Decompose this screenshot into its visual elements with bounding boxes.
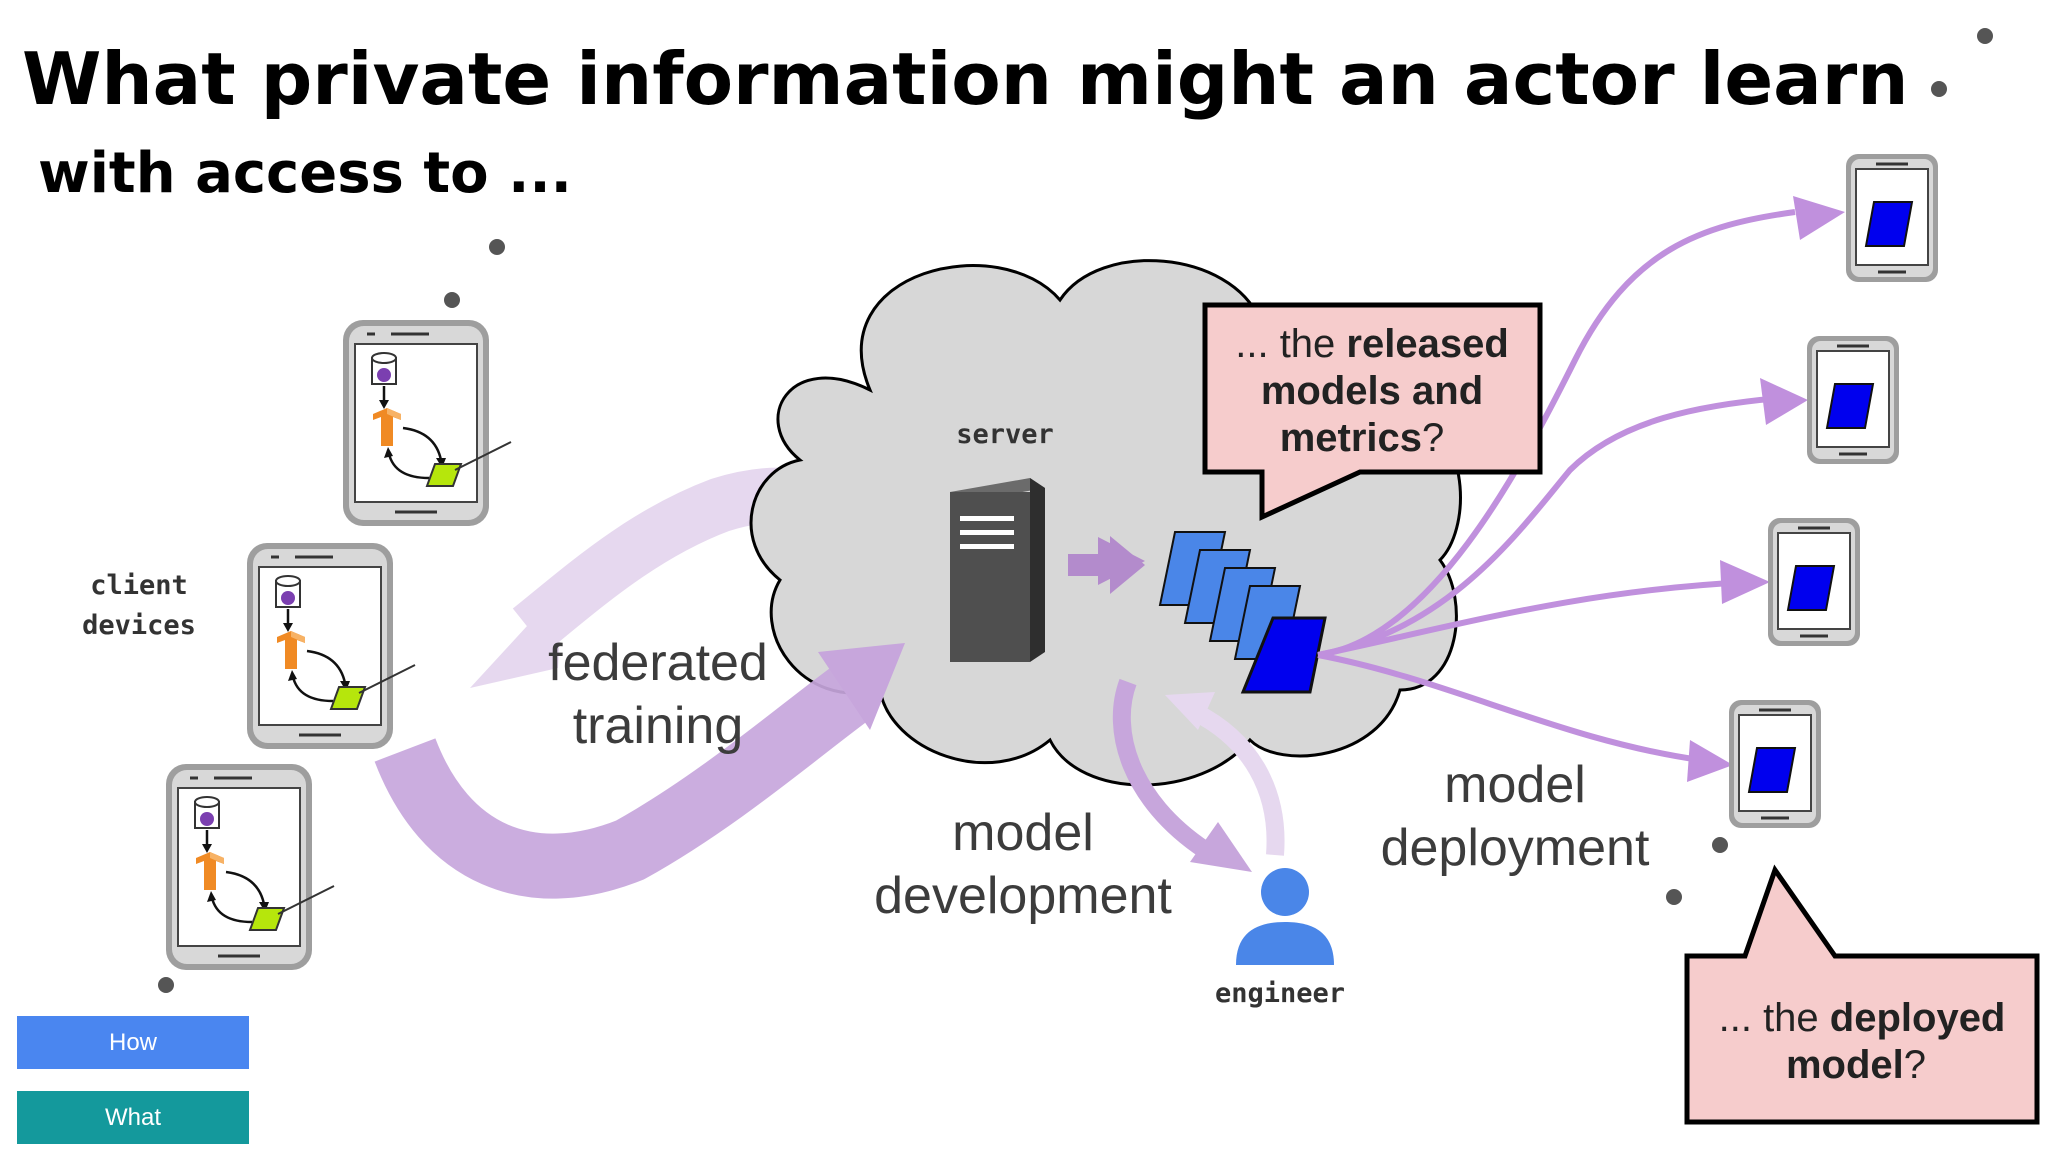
how-button[interactable]: How	[17, 1016, 249, 1069]
callout-deployed-line2-end: ?	[1904, 1043, 1926, 1087]
title-line-1: What private information might an actor …	[22, 37, 1909, 121]
model-development-arrow-down	[1112, 678, 1211, 858]
decorative-dots	[158, 28, 1993, 993]
model-deployment-label-1: model	[1444, 756, 1586, 814]
what-button[interactable]: What	[17, 1091, 249, 1144]
federated-training-label-1: federated	[548, 634, 768, 692]
client-phone-1	[341, 318, 513, 528]
server-label: server	[956, 419, 1054, 450]
svg-text:metrics?: metrics?	[1280, 416, 1445, 460]
svg-text:... the deployed: ... the deployed	[1719, 996, 2006, 1040]
federated-download-arrow	[374, 663, 875, 899]
model-development-label-2: development	[874, 867, 1172, 925]
client-devices-label-1: client	[90, 570, 188, 601]
client-devices-label-2: devices	[82, 610, 196, 641]
deployed-phone-2	[1805, 334, 1901, 466]
engineer-label: engineer	[1215, 978, 1345, 1009]
svg-text:models and: models and	[1261, 369, 1483, 413]
svg-text:model?: model?	[1786, 1043, 1926, 1087]
model-development-arrow-up	[1190, 703, 1285, 856]
callout-released-bold: released	[1346, 322, 1508, 366]
deployed-phone-1	[1844, 152, 1940, 284]
callout-released-prefix: ... the	[1235, 322, 1346, 366]
server-icon	[950, 478, 1045, 662]
deployed-phone-4	[1727, 698, 1823, 830]
client-phone-3	[164, 762, 336, 972]
callout-released-models: ... the released models and metrics?	[1202, 302, 1543, 521]
callout-released-line2: models and	[1261, 369, 1483, 413]
model-deployment-label-2: deployment	[1381, 819, 1650, 877]
callout-deployed-line2: model	[1786, 1043, 1904, 1087]
title-line-2: with access to ...	[38, 141, 572, 206]
callout-released-line3-end: ?	[1422, 416, 1444, 460]
model-stack-icon	[1158, 531, 1327, 694]
engineer-icon	[1236, 868, 1334, 965]
model-development-label-1: model	[952, 804, 1094, 862]
client-phone-2	[245, 541, 417, 751]
federated-training-label-2: training	[573, 697, 744, 755]
deployment-arrows	[1317, 209, 1796, 763]
deployed-phone-3	[1766, 516, 1862, 648]
callout-deployed-bold: deployed	[1830, 996, 2006, 1040]
callout-deployed-model: ... the deployed model?	[1684, 864, 2040, 1125]
svg-text:... the released: ... the released	[1235, 322, 1509, 366]
callout-released-line3: metrics	[1280, 416, 1422, 460]
callout-deployed-prefix: ... the	[1719, 996, 1830, 1040]
